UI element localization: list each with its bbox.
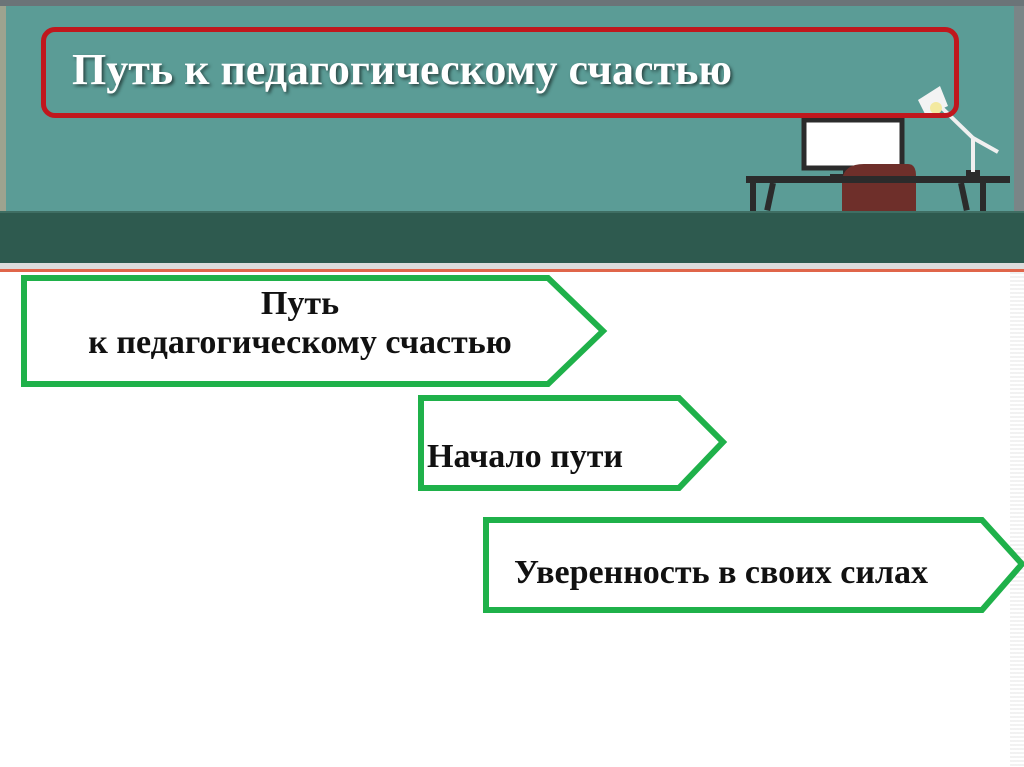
header-dark-band (0, 211, 1024, 263)
step-2-label: Начало пути (427, 437, 623, 476)
desk-icon (746, 176, 1010, 183)
step-1-line1: Путь (261, 285, 339, 322)
step-1-line2: к педагогическому счастью (88, 324, 511, 361)
step-1-label: Путь к педагогическому счастью (20, 284, 580, 362)
step-arrow-2: Начало пути (417, 394, 729, 494)
step-3-label: Уверенность в своих силах (514, 553, 928, 592)
slide-title: Путь к педагогическому счастью (72, 48, 732, 92)
left-edge-decoration (0, 6, 6, 211)
step-arrow-3: Уверенность в своих силах (482, 516, 1024, 616)
step-arrow-1: Путь к педагогическому счастью (20, 274, 608, 390)
monitor-icon (804, 120, 902, 168)
chair-icon (842, 164, 916, 211)
header-accent-line (0, 269, 1024, 272)
right-edge-decoration (1014, 6, 1024, 211)
